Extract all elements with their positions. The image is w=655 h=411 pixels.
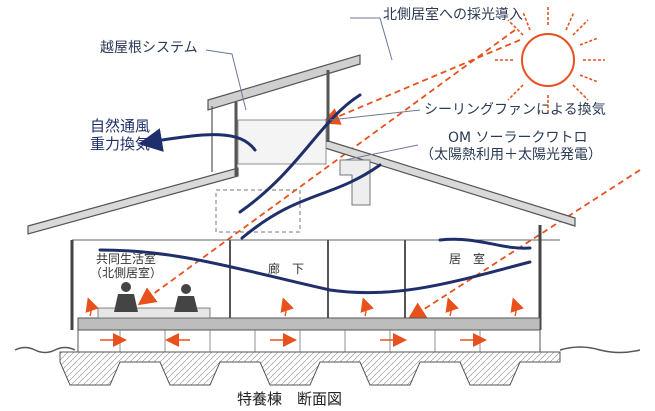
sunlight-rays bbox=[137, 29, 641, 320]
person-icon bbox=[114, 282, 198, 312]
underfloor-airflow bbox=[85, 297, 524, 347]
label-natural-ventilation: 自然通風 bbox=[90, 117, 151, 135]
room-label-living: 居 室 bbox=[449, 252, 486, 266]
leader-lines bbox=[205, 17, 421, 161]
label-ceiling-fan: シーリングファンによる換気 bbox=[424, 102, 606, 118]
label-north-light: 北側居室への採光導入 bbox=[383, 7, 523, 23]
label-gravity-ventilation: 重力換気 bbox=[90, 135, 151, 153]
label-koshi-yane: 越屋根システム bbox=[100, 40, 198, 56]
sun-icon bbox=[494, 6, 605, 114]
room-label-corridor: 廊 下 bbox=[268, 262, 305, 276]
airflow-paths bbox=[98, 93, 532, 295]
building-structure bbox=[14, 54, 641, 386]
label-om-solar-sub: （太陽熱利用＋太陽光発電） bbox=[420, 147, 602, 163]
label-om-solar: OM ソーラークワトロ bbox=[448, 130, 588, 146]
room-label-common: 共同生活室 bbox=[96, 252, 157, 266]
room-label-common-sub: （北側居室） bbox=[90, 266, 163, 280]
figure-caption: 特養棟 断面図 bbox=[237, 390, 343, 408]
